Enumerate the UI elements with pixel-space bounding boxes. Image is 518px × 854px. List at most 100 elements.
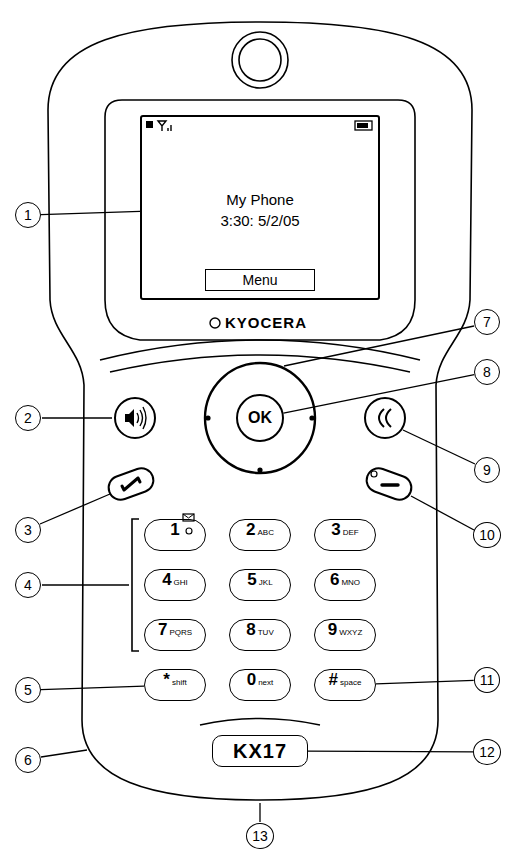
callout-text: 3	[24, 522, 32, 538]
keypad-key: #space	[314, 669, 376, 701]
callout-number: 11	[474, 667, 501, 693]
nav-dot	[258, 468, 262, 472]
end-icon	[382, 483, 398, 486]
leader-line	[376, 680, 474, 683]
web-icon	[186, 528, 192, 534]
callout-number: 2	[15, 405, 41, 431]
callout-text: 10	[479, 527, 495, 543]
leader-line	[41, 211, 140, 214]
key-letters: JKL	[259, 578, 273, 587]
leader-line	[308, 751, 473, 753]
callout-number: 6	[15, 747, 41, 773]
leader-lines	[40, 326, 475, 822]
callout-text: 4	[24, 577, 32, 593]
model-plate: KX17	[212, 735, 308, 767]
key-letters: TUV	[258, 628, 274, 637]
callout-text: 5	[24, 682, 32, 698]
keypad-key: 5JKL	[229, 569, 291, 601]
key-letters: space	[340, 678, 361, 687]
keypad-key: 4GHI	[144, 569, 206, 601]
key-letters: PQRS	[169, 628, 192, 637]
keypad-key: 2ABC	[229, 519, 291, 551]
nav-dot	[310, 416, 314, 420]
key-digit: 2	[246, 520, 255, 540]
key-digit: #	[329, 670, 338, 690]
bottom-arc	[200, 719, 320, 726]
key-digit: 0	[247, 670, 256, 690]
face-arc	[100, 340, 420, 360]
leader-line	[41, 750, 87, 757]
end-key	[363, 465, 414, 503]
leader-line	[403, 430, 475, 464]
key-digit: 1	[170, 520, 179, 540]
speaker-key	[115, 398, 155, 438]
ok-button: OK	[236, 394, 284, 442]
brand-name: KYOCERA	[225, 314, 307, 331]
leader-stroke	[284, 375, 475, 414]
callout-number: 3	[15, 517, 41, 543]
callout-number: 10	[473, 522, 501, 548]
key-digit: 3	[331, 520, 340, 540]
leader-line	[284, 375, 475, 414]
callout-text: 2	[24, 410, 32, 426]
node-text: KX17	[233, 740, 287, 763]
keypad-key: *shift	[144, 669, 206, 701]
clear-icon	[379, 409, 391, 427]
callout-number: 9	[474, 457, 500, 483]
keypad-key: 9WXYZ	[314, 619, 376, 651]
signal-icon	[158, 121, 171, 131]
key-letters: WXYZ	[339, 628, 362, 637]
callout-number: 13	[246, 823, 274, 849]
callout-text: 7	[483, 314, 491, 330]
leader-line	[42, 417, 112, 418]
speaker-icon	[137, 407, 146, 429]
earpiece	[232, 32, 288, 88]
callout-text: 11	[480, 672, 495, 688]
key-digit: 7	[158, 620, 167, 640]
leader-line	[41, 686, 144, 690]
callout-text: 8	[483, 364, 491, 380]
screen-text: 3:30: 5/2/05	[142, 210, 378, 231]
key-digit: 6	[330, 570, 339, 590]
key-digit: 9	[328, 620, 337, 640]
send-icon	[122, 478, 140, 490]
callout-number: 8	[474, 359, 500, 385]
key-digit: 8	[246, 620, 255, 640]
speaker-icon	[125, 409, 134, 427]
leader-stroke	[308, 751, 473, 753]
battery-icon	[355, 121, 372, 130]
key-letters: GHI	[174, 578, 188, 587]
status-icon	[146, 121, 153, 128]
callout-number: 7	[474, 309, 500, 335]
callout-text: 13	[252, 828, 268, 844]
callout-text: 6	[24, 752, 32, 768]
keypad-key: 6MNO	[314, 569, 376, 601]
keypad-key: 7PQRS	[144, 619, 206, 651]
leader-line	[259, 803, 260, 822]
callout-text: 9	[483, 462, 491, 478]
screen-display: My Phone3:30: 5/2/05Menu	[140, 115, 380, 300]
leader-stroke	[41, 686, 144, 690]
softkey-label: Menu	[205, 269, 315, 291]
key-digit: *	[163, 670, 170, 690]
key-letters: shift	[172, 678, 187, 687]
key-letters: MNO	[341, 578, 360, 587]
nav-dot	[206, 416, 210, 420]
key-digit: 4	[162, 570, 171, 590]
earpiece-inner	[239, 39, 281, 81]
callout-number: 5	[15, 677, 41, 703]
callout-number: 1	[15, 202, 41, 228]
clear-key	[365, 398, 405, 438]
nav-ring	[205, 363, 315, 473]
key-digit: 5	[247, 570, 256, 590]
node-text: Menu	[242, 270, 277, 291]
key-letters: DEF	[343, 528, 359, 537]
keypad-key: 1	[144, 519, 206, 551]
screen-text: My Phone	[142, 189, 378, 210]
leader-stroke	[41, 211, 140, 214]
key-letters: ABC	[258, 528, 274, 537]
callout-number: 4	[15, 572, 41, 598]
keypad-key: 0next	[229, 669, 291, 701]
callout-number: 12	[473, 739, 501, 765]
